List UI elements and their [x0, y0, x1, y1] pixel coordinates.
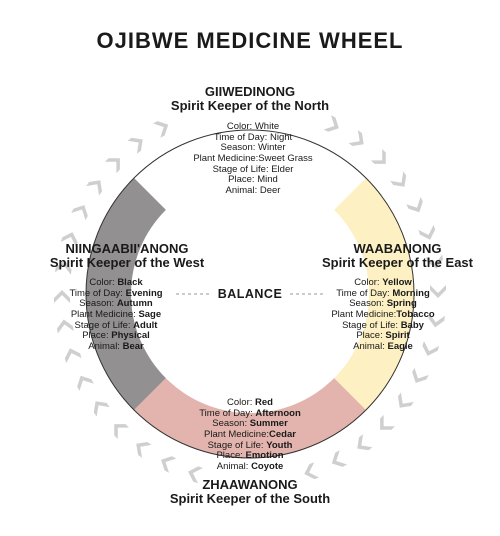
chevron-arrow-icon — [430, 285, 446, 298]
west-prop-plant: Plant Medicine: Sage — [70, 308, 162, 320]
east-prop-stage: Stage of Life: Baby — [342, 319, 424, 331]
west-properties: Color: Black Time of Day: Evening Season… — [56, 277, 176, 352]
south-prop-color: Color: Red — [227, 397, 273, 408]
west-prop-stage: Stage of Life: Adult — [74, 319, 158, 331]
south-direction-name: ZHAAWANONG — [202, 477, 298, 492]
north-prop-season: Season: Winter — [220, 142, 286, 154]
chevron-arrow-icon — [54, 290, 70, 303]
west-prop-season: Season: Autumn — [79, 298, 153, 310]
chevron-arrow-icon — [188, 466, 203, 484]
east-direction-name: WAABANONG — [353, 241, 442, 256]
chevron-arrow-icon — [161, 456, 177, 473]
east-prop-place: Place: Spirit — [356, 330, 410, 342]
north-direction-name: GIIWEDINONG — [204, 84, 296, 99]
north-prop-color: Color: White — [226, 121, 280, 132]
chevron-arrow-icon — [57, 319, 74, 334]
east-keeper: Spirit Keeper of the East — [322, 254, 473, 270]
east-properties: Color: Yellow Time of Day: Morning Seaso… — [318, 277, 448, 352]
chevron-arrow-icon — [418, 224, 436, 240]
chevron-arrow-icon — [422, 341, 440, 356]
chevron-arrow-icon — [323, 115, 339, 132]
east-prop-color: Color: Yellow — [354, 277, 412, 288]
west-prop-time: Time of Day: Evening — [69, 287, 163, 299]
chevron-arrow-icon — [370, 149, 386, 164]
south-prop-place: Place: Emotion — [216, 450, 284, 462]
chevron-arrow-icon — [55, 260, 72, 275]
chevron-arrow-icon — [136, 441, 152, 458]
chevron-arrow-icon — [331, 450, 348, 467]
chevron-arrow-icon — [304, 462, 320, 480]
balance-label: BALANCE — [217, 287, 283, 301]
east-prop-season: Season: Spring — [349, 298, 417, 310]
chevron-arrow-icon — [380, 414, 395, 430]
west-prop-color: Color: Black — [89, 277, 143, 288]
east-prop-animal: Animal: Eagle — [353, 340, 413, 352]
south-properties: Color: Red Time of Day: Afternoon Season… — [180, 397, 320, 472]
north-prop-plant: Plant Medicine:Sweet Grass — [193, 152, 313, 164]
chevron-arrow-icon — [71, 205, 88, 221]
east-label: WAABANONG Spirit Keeper of the East — [300, 242, 495, 269]
south-prop-animal: Animal: Coyote — [216, 460, 284, 472]
north-prop-place: Place: Mind — [228, 174, 278, 186]
west-direction-name: NIINGAABII'ANONG — [65, 241, 189, 256]
outer-ring-outline — [85, 129, 415, 459]
chevron-arrow-icon — [114, 424, 130, 439]
east-prop-plant: Plant Medicine:Tobacco — [331, 308, 435, 320]
north-keeper: Spirit Keeper of the North — [170, 97, 330, 113]
west-keeper: Spirit Keeper of the West — [49, 254, 205, 270]
chevron-arrow-icon — [105, 158, 120, 174]
south-prop-plant: Plant Medicine:Cedar — [204, 428, 296, 440]
inner-circle — [131, 175, 369, 413]
page-title: OJIBWE MEDICINE WHEEL — [96, 28, 404, 53]
west-label: NIINGAABII'ANONG Spirit Keeper of the We… — [22, 242, 232, 269]
north-properties: Color: White Time of Day: Night Season: … — [183, 121, 323, 196]
chevron-arrow-icon — [64, 348, 82, 364]
south-label: ZHAAWANONG Spirit Keeper of the South — [130, 478, 370, 505]
chevron-arrow-icon — [357, 434, 373, 451]
north-label: GIIWEDINONG Spirit Keeper of the North — [130, 85, 370, 112]
chevron-arrow-icon — [406, 196, 423, 213]
west-prop-place: Place: Physical — [82, 330, 150, 342]
west-prop-animal: Animal: Bear — [88, 340, 144, 352]
chevron-arrow-icon — [86, 180, 103, 196]
north-prop-animal: Animal: Deer — [225, 184, 281, 196]
chevron-arrow-icon — [428, 313, 445, 328]
south-prop-stage: Stage of Life: Youth — [207, 439, 293, 451]
north-prop-stage: Stage of Life: Elder — [212, 163, 294, 175]
chevron-arrow-icon — [93, 401, 110, 417]
east-prop-time: Time of Day: Morning — [336, 287, 430, 299]
chevron-arrow-icon — [127, 137, 143, 154]
south-prop-time: Time of Day: Afternoon — [199, 407, 301, 419]
south-prop-season: Season: Summer — [212, 418, 288, 430]
chevron-arrow-icon — [348, 130, 364, 147]
chevron-ring — [54, 115, 446, 484]
chevron-arrow-icon — [390, 171, 407, 187]
chevron-arrow-icon — [152, 121, 169, 138]
chevron-arrow-icon — [397, 392, 414, 408]
chevron-arrow-icon — [412, 367, 429, 383]
north-prop-time: Time of Day: Night — [213, 131, 293, 143]
chevron-arrow-icon — [77, 375, 94, 392]
chevron-arrow-icon — [426, 254, 443, 269]
south-keeper: Spirit Keeper of the South — [169, 490, 331, 506]
chevron-arrow-icon — [60, 232, 78, 247]
